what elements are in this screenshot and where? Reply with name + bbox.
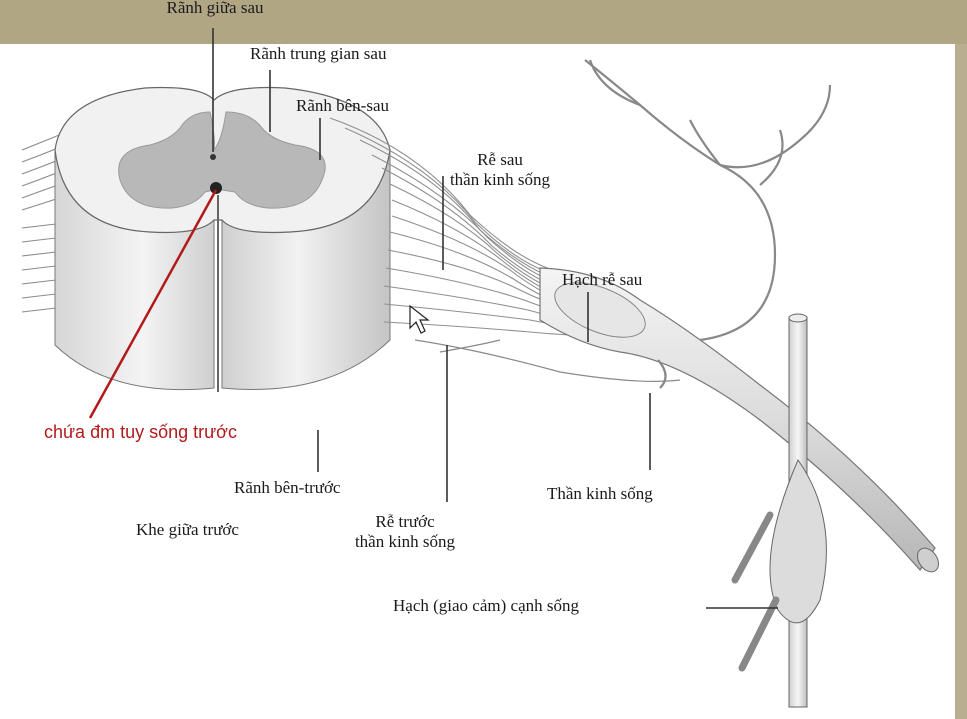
label-ventral-root: Rễ trước thần kinh sống — [330, 512, 480, 553]
label-ventral-root-line1: Rễ trước — [375, 512, 435, 531]
label-dorsal-root: Rễ sau thần kinh sống — [420, 150, 580, 191]
right-frame-edge — [955, 44, 967, 719]
paravertebral-ganglion-shape — [769, 458, 827, 624]
nerve-branches — [584, 59, 832, 389]
gray-matter — [118, 111, 326, 209]
red-pointer-line — [88, 189, 218, 419]
label-posterolateral-sulcus: Rãnh bên-sau — [296, 96, 390, 115]
anterior-spinal-artery-dot — [210, 182, 222, 194]
label-dorsal-root-line1: Rễ sau — [477, 150, 523, 169]
label-anterior-spinal-artery-note: chứa đm tuy sống trước — [44, 422, 237, 442]
label-posterior-median-sulcus: Rãnh giữa sau — [166, 0, 264, 17]
label-posterior-intermediate-sulcus: Rãnh trung gian sau — [250, 44, 387, 63]
mouse-cursor-icon — [409, 304, 430, 334]
label-ventral-root-line2: thần kinh sống — [354, 532, 456, 552]
label-paravertebral-ganglion: Hạch (giao cảm) cạnh sống — [393, 596, 579, 615]
label-spinal-nerve: Thần kinh sống — [547, 484, 653, 503]
dorsal-root-ganglion — [554, 282, 646, 338]
label-dorsal-root-line2: thần kinh sống — [449, 170, 551, 190]
central-canal — [210, 154, 216, 160]
label-anterior-median-fissure: Khe giữa trước — [136, 520, 239, 539]
spinal-cord — [54, 86, 391, 392]
top-frame-strip — [0, 0, 967, 44]
label-anterolateral-sulcus: Rãnh bên-trước — [234, 478, 341, 497]
leader-lines — [212, 28, 778, 609]
sympathetic-trunk — [731, 313, 827, 708]
label-dorsal-root-ganglion: Hạch rễ sau — [562, 270, 643, 289]
spinal-nerve-trunk — [539, 267, 936, 571]
